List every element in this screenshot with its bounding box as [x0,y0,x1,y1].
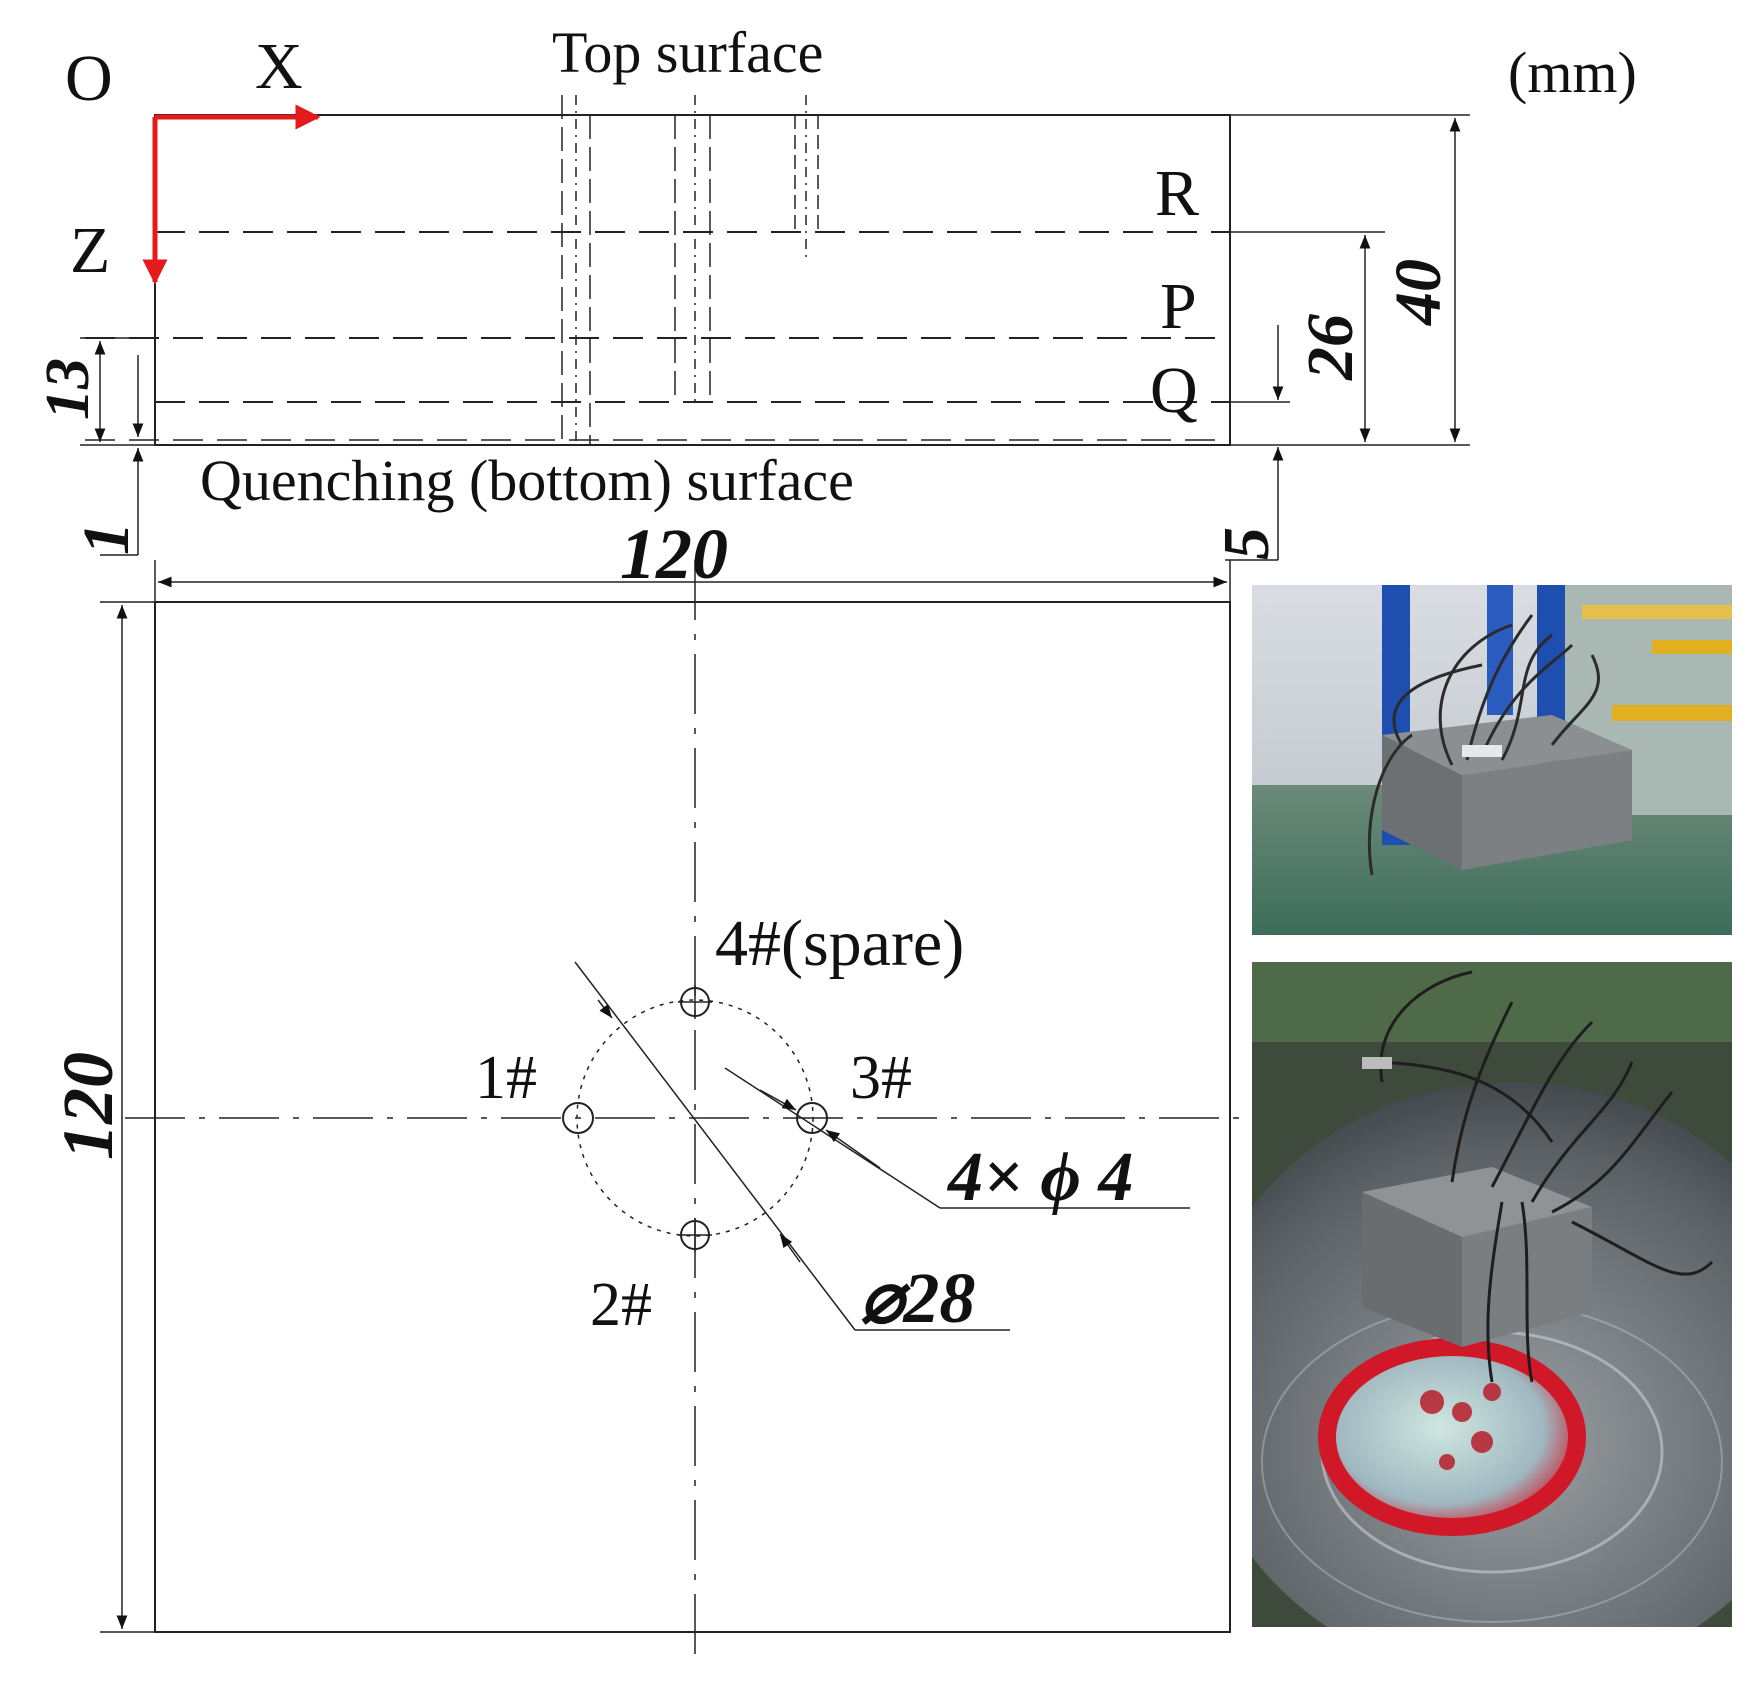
plan-view [100,560,1255,1660]
dia-28-leader [574,961,856,1331]
hole-spec-label: 4× ϕ 4 [946,1139,1133,1216]
photo-quenching-bath [1252,962,1732,1627]
photo-block-setup [1252,585,1732,935]
hole-hidden-lines [561,95,819,445]
top-surface-label: Top surface [552,20,823,85]
hole-2-label: 2# [590,1271,652,1339]
dim-height-label: 120 [48,1052,128,1160]
x-axis-label: X [255,30,303,103]
dim-13-label: 13 [34,358,102,420]
dim-26-label: 26 [1294,314,1367,381]
bottom-surface-label: Quenching (bottom) surface [200,448,854,513]
plane-p-label: P [1160,270,1197,343]
origin-label: O [65,42,113,115]
hole-4-label: 4#(spare) [715,907,964,980]
coordinate-axes [142,104,321,285]
hole-1-label: 1# [475,1044,537,1112]
z-axis-label: Z [70,214,110,287]
quenching-disc [1327,1347,1577,1527]
hole-4-spare [678,985,712,1019]
plane-r-label: R [1155,157,1199,230]
circle-diameter-label: ⌀28 [860,1258,975,1338]
dim-5-label: 5 [1210,527,1283,560]
dim-1-label: 1 [70,522,143,555]
side-view [80,95,1470,561]
units-label: (mm) [1508,40,1637,105]
side-view-block [154,114,1231,446]
plane-q-label: Q [1150,354,1198,427]
hole-3 [796,1102,828,1134]
dim-width-label: 120 [620,514,728,594]
dim-40-label: 40 [1382,259,1455,327]
pitch-circle [576,999,814,1237]
hole-3-label: 3# [850,1044,912,1112]
hole-1 [562,1102,594,1134]
plan-view-block [154,601,1231,1633]
hole-2 [678,1218,712,1252]
